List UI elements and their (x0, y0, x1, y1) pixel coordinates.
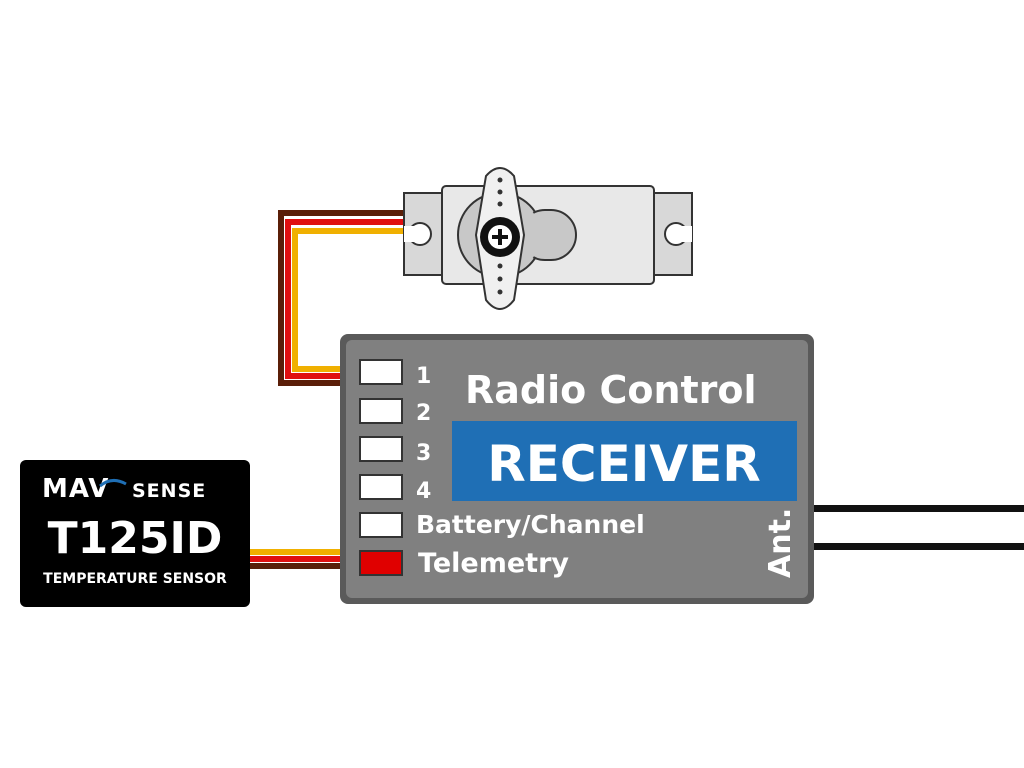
sensor-cable (248, 549, 348, 569)
sensor-model: T125ID (48, 513, 223, 564)
port-1-connector (359, 359, 403, 385)
sensor-description: TEMPERATURE SENSOR (43, 571, 227, 587)
servo (403, 167, 693, 310)
sensor-wire-red (248, 556, 348, 562)
port-1-label: 1 (416, 364, 431, 389)
sensor-wire-orange (248, 549, 348, 555)
logo-swoosh-icon (99, 479, 127, 488)
port-4-connector (359, 474, 403, 500)
servo-wire-red (285, 219, 430, 379)
receiver-ports: 1 2 3 4 Battery/Channel Telemetry (359, 359, 645, 579)
servo-cable (278, 210, 430, 386)
receiver-title-highlight (452, 421, 797, 501)
temperature-sensor: MAV SENSE T125ID TEMPERATURE SENSOR (20, 460, 250, 607)
brand-sense: SENSE (132, 480, 206, 502)
antenna-label: Ant. (763, 508, 798, 578)
port-telemetry-label: Telemetry (418, 548, 569, 579)
port-4-label: 4 (416, 479, 431, 504)
port-telemetry-connector (359, 550, 403, 576)
port-3-label: 3 (416, 441, 431, 466)
mavsense-logo: MAV SENSE (42, 474, 206, 504)
antenna-wires (812, 505, 1024, 550)
port-3-connector (359, 436, 403, 462)
port-battery-connector (359, 512, 403, 538)
receiver-title-line1: Radio Control (465, 368, 757, 412)
port-2-connector (359, 398, 403, 424)
port-battery-label: Battery/Channel (416, 510, 645, 539)
receiver-title-line2: RECEIVER (487, 435, 760, 493)
sensor-wire-brown (248, 563, 348, 569)
brand-mav: MAV (42, 474, 109, 504)
servo-wire-brown (278, 210, 430, 386)
sensor-body (20, 460, 250, 607)
servo-wire-orange (292, 228, 430, 372)
receiver: 1 2 3 4 Battery/Channel Telemetry Radio … (340, 334, 814, 604)
port-2-label: 2 (416, 401, 431, 426)
